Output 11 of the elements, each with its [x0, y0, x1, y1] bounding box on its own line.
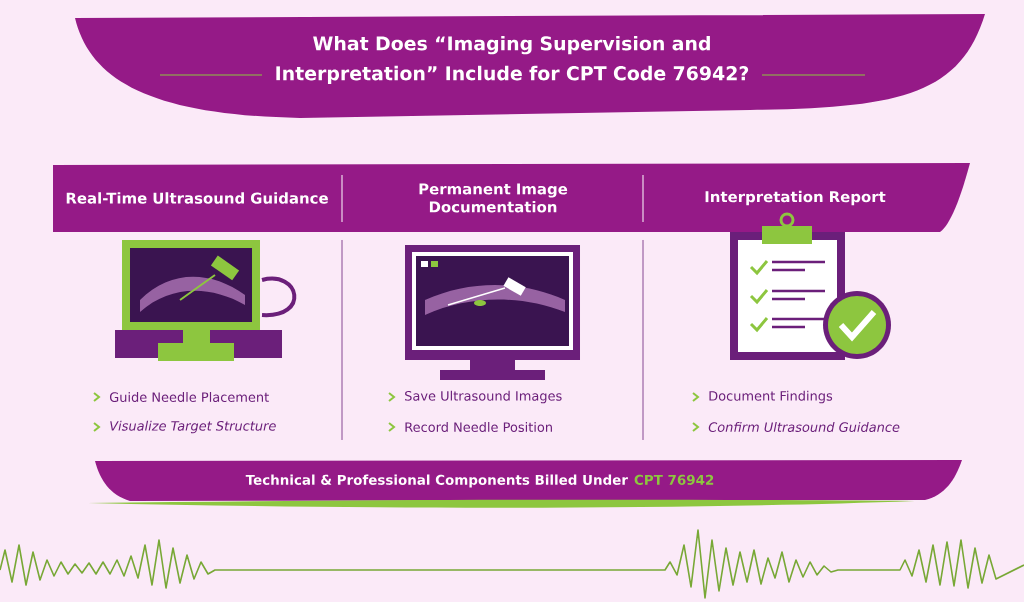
column-heading: Permanent Image Documentation	[419, 183, 568, 213]
footer-banner: Technical & Professional Components Billed Under CPT 76942	[95, 460, 962, 501]
title: What Does “Imaging Supervision and Interpretation” Include for CPT Code 76942?	[276, 35, 749, 85]
column-heading: Real-Time Ultrasound Guidance	[66, 192, 328, 204]
bullet-text: Guide Needle Placement	[109, 392, 269, 402]
column-heading: Interpretation Report	[705, 190, 886, 206]
bullet-text: Record Needle Position	[405, 422, 552, 432]
bullet-text: Document Findings	[709, 390, 833, 404]
bullet-text: Confirm Ultrasound Guidance	[708, 422, 900, 432]
bullet-text: Visualize Target Structure	[110, 420, 276, 434]
bullet-text: Save Ultrasound Images	[405, 390, 562, 404]
